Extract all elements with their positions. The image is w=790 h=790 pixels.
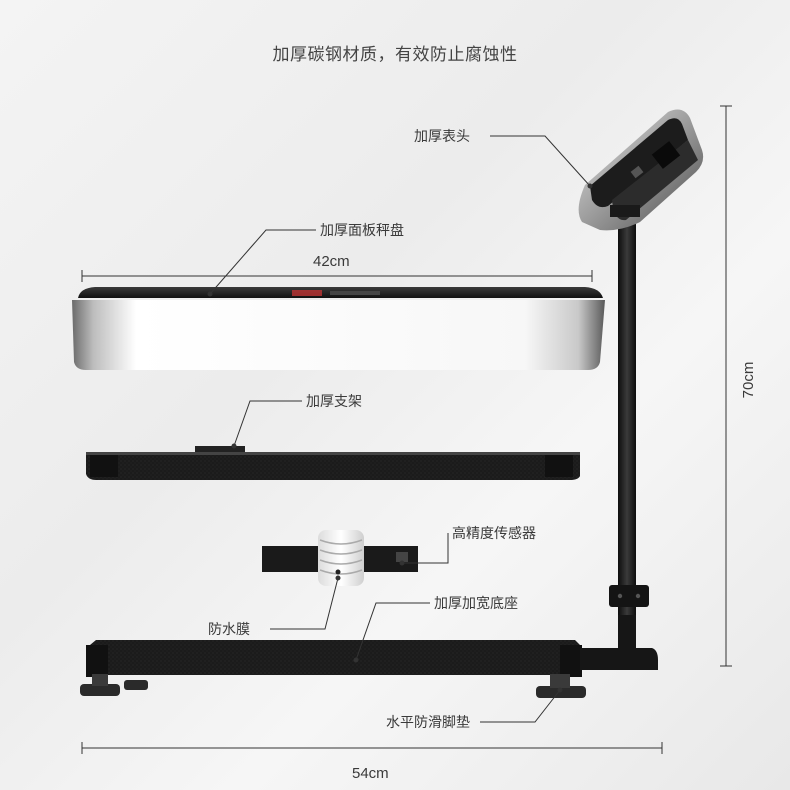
label-head: 加厚表头 [414, 128, 470, 144]
indicator-head [578, 109, 704, 231]
dimension-base-width: 54cm [352, 765, 389, 782]
weighing-pan [72, 287, 605, 370]
label-pan: 加厚面板秤盘 [320, 222, 404, 238]
dimension-pan-width: 42cm [313, 253, 350, 270]
support-bracket [86, 446, 580, 480]
leader-lines [207, 135, 593, 723]
label-sensor: 高精度传感器 [452, 525, 536, 541]
headline: 加厚碳钢材质，有效防止腐蚀性 [272, 45, 518, 64]
label-membrane: 防水膜 [208, 621, 250, 637]
scale-base [86, 615, 658, 677]
dimension-lines [81, 105, 732, 754]
dimension-height: 70cm [740, 361, 757, 399]
label-base: 加厚加宽底座 [434, 595, 518, 611]
anti-slip-feet [80, 674, 586, 698]
scale-pole [609, 215, 649, 650]
load-sensor [262, 530, 418, 586]
label-bracket: 加厚支架 [306, 393, 362, 409]
label-feet: 水平防滑脚垫 [386, 714, 470, 730]
